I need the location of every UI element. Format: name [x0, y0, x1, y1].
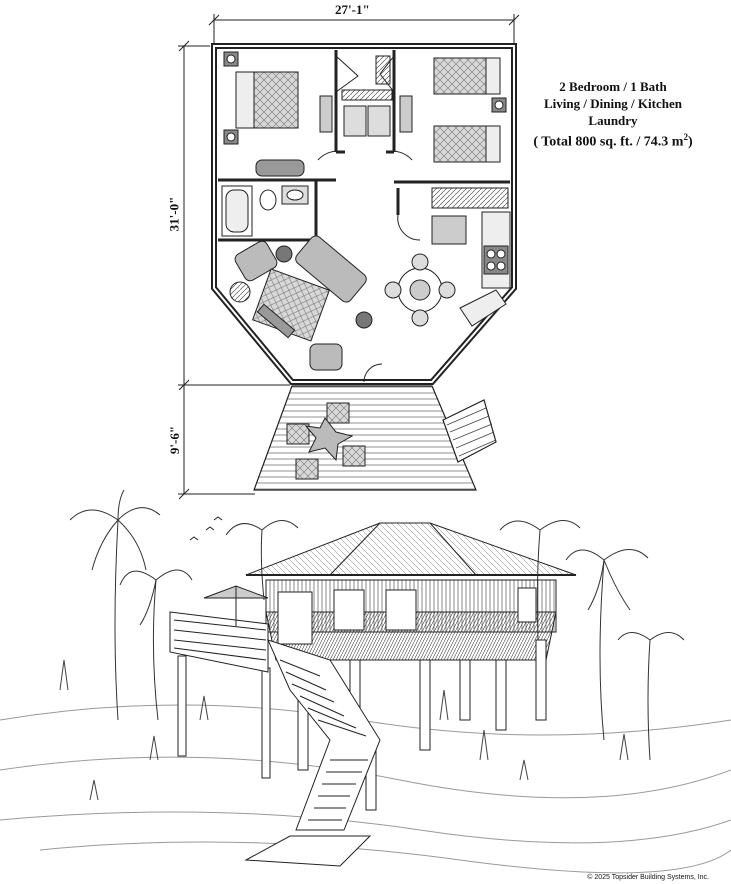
bedroom-bath-line: 2 Bedroom / 1 Bath — [559, 79, 667, 94]
bedroom-left — [223, 51, 333, 177]
roof — [245, 522, 577, 576]
copyright-notice: © 2025 Topsider Building Systems, Inc. — [587, 874, 709, 881]
elevation-drawing — [0, 489, 731, 874]
laundry-line: Laundry — [588, 113, 638, 128]
width-dimension-label: 27'-1" — [332, 2, 373, 18]
bathroom — [221, 185, 309, 237]
deck-railing — [173, 619, 267, 661]
birds — [189, 516, 223, 541]
kitchen — [431, 211, 511, 327]
stairs — [267, 639, 381, 831]
closets — [341, 55, 509, 209]
area-line: ( Total 800 sq. ft. / 74.3 m2) — [533, 132, 693, 150]
palm-trees — [69, 489, 685, 761]
interior-walls — [218, 50, 510, 242]
rooms-line: Living / Dining / Kitchen — [544, 96, 682, 111]
bedroom-right — [399, 57, 507, 163]
grass-tufts — [59, 659, 629, 801]
deck-furniture — [286, 402, 366, 480]
dining — [384, 253, 456, 327]
dimension-lines — [178, 14, 520, 500]
depth-dimension-label: 31'-0" — [166, 193, 183, 235]
living — [229, 235, 373, 371]
deck-dimension-label: 9'-6" — [167, 422, 184, 458]
stair-landing-pad — [244, 835, 372, 867]
plan-info-block: 2 Bedroom / 1 Bath Living / Dining / Kit… — [508, 78, 718, 151]
